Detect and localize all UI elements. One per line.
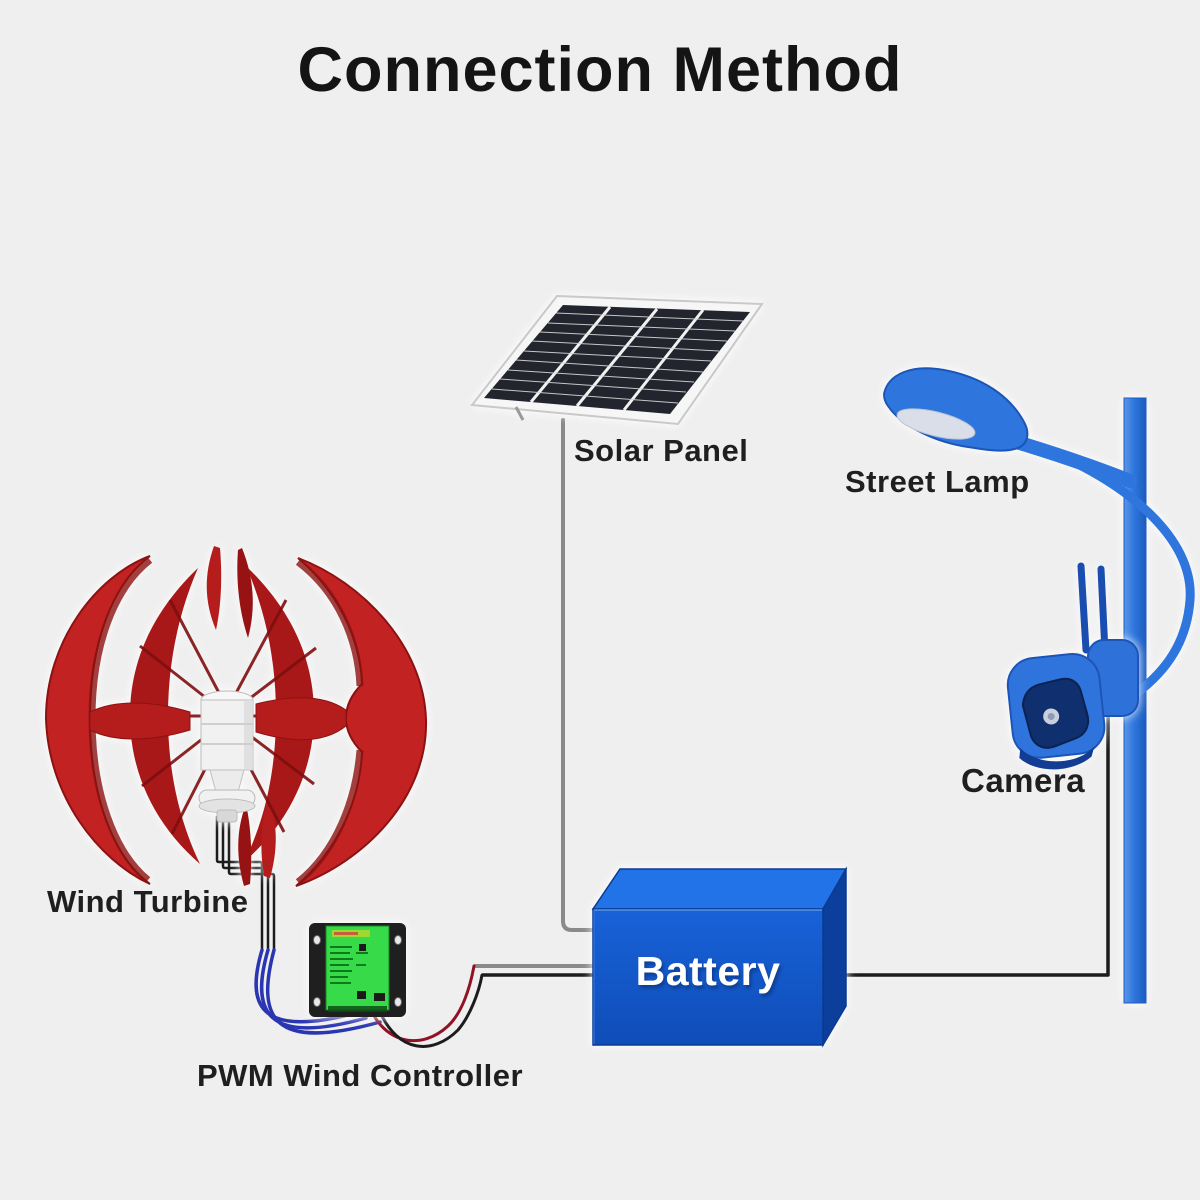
security-camera: [1006, 562, 1139, 770]
turbine-tip-top-right: [237, 548, 253, 638]
battery-label: Battery: [635, 948, 781, 994]
controller-label: PWM Wind Controller: [197, 1058, 524, 1093]
solar-panel-dividers: [529, 306, 705, 411]
turbine-hub: [198, 690, 256, 823]
battery-top-face: [591, 868, 848, 910]
turbine-blade-shade-right: [295, 559, 364, 885]
battery-box: [591, 866, 848, 1048]
turbine-tip-top-left: [206, 546, 222, 630]
turbine-tip-bottom-right: [261, 798, 276, 878]
lamp-support-curve: [1047, 447, 1195, 705]
wire-turbine-blue: [254, 948, 382, 1035]
camera-antennas: [1077, 562, 1109, 656]
solar-panel: [470, 294, 764, 426]
solar-panel-rows: [491, 312, 744, 404]
camera-lens-pupil: [1047, 712, 1055, 720]
camera-label: Camera: [961, 762, 1086, 799]
lamp-lens: [896, 408, 976, 440]
turbine-tip-bottom-left: [238, 804, 252, 886]
wire-controller-red: [370, 964, 476, 1043]
controller-board-marks: [328, 930, 387, 1012]
street-lamp-label: Street Lamp: [845, 464, 1030, 499]
wind-turbine-label: Wind Turbine: [47, 884, 249, 919]
solar-panel-label: Solar Panel: [574, 433, 749, 468]
wire-controller-black: [378, 973, 484, 1048]
wire-battery-to-camera: [840, 700, 1110, 977]
camera-base-shadow: [1019, 746, 1095, 770]
camera-head: [1006, 653, 1106, 770]
wind-turbine: [44, 546, 428, 887]
wire-solar-to-battery: [561, 418, 602, 932]
controller-screws: [313, 935, 402, 1007]
pwm-wind-controller: [309, 923, 406, 1017]
turbine-strut-right: [255, 697, 347, 741]
solar-panel-stand: [514, 406, 525, 421]
turbine-strut-left: [89, 702, 191, 740]
page-title: Connection Method: [297, 35, 903, 105]
